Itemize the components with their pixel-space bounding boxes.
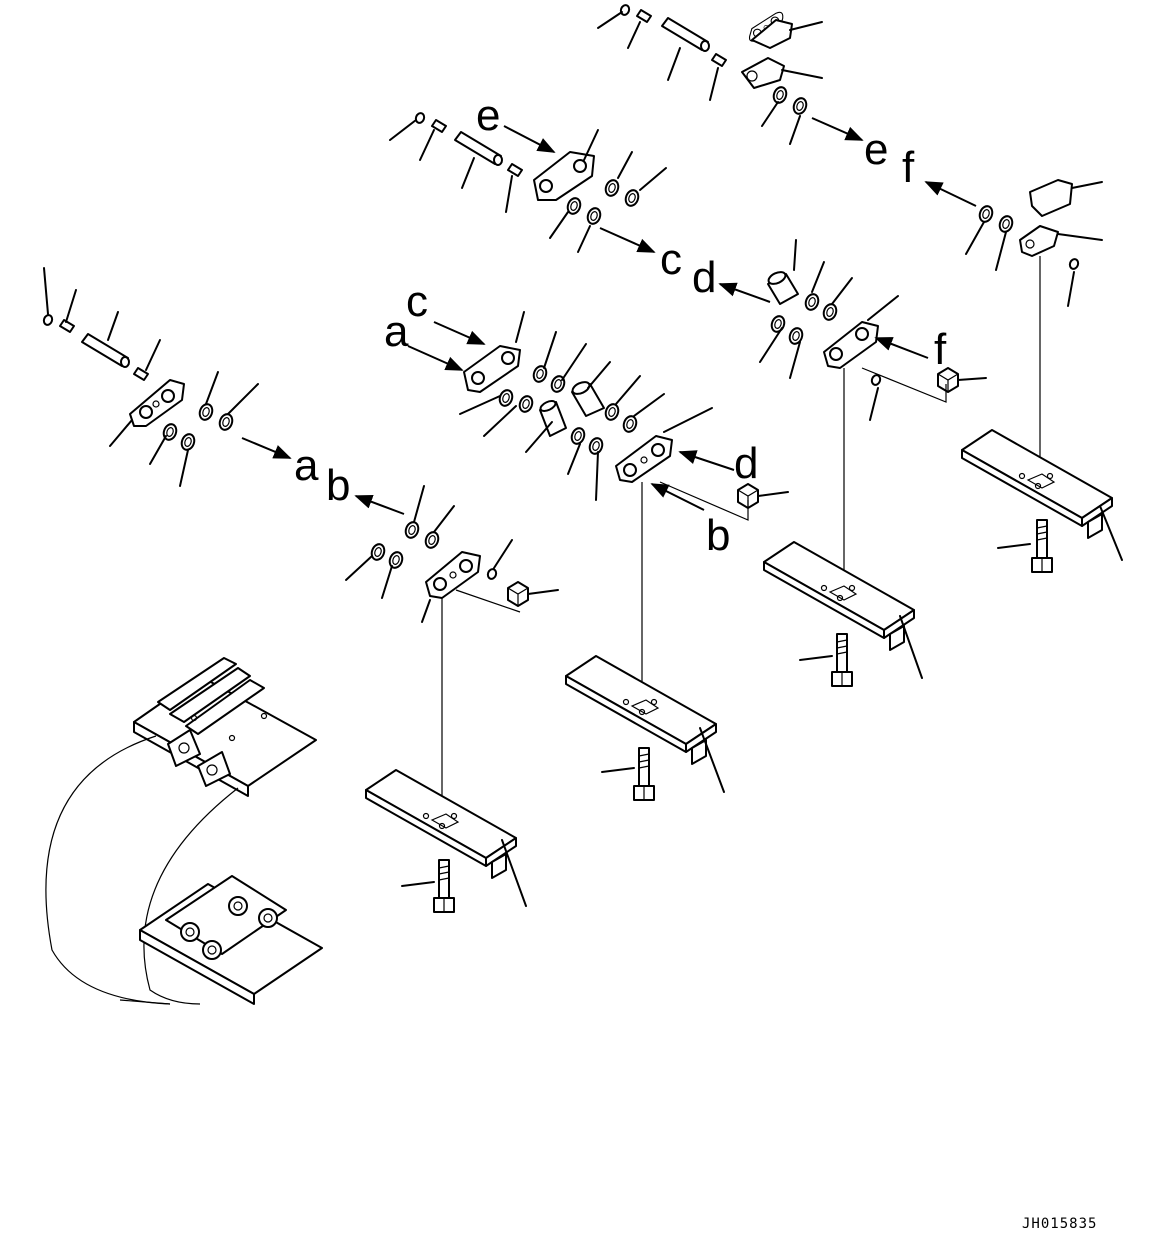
callout-d-upper: d	[692, 253, 716, 302]
callout-b-lower: b	[326, 461, 350, 510]
callout-c-upper: c	[406, 277, 428, 326]
top-assembly	[597, 2, 823, 145]
callout-a-lower: a	[294, 441, 319, 490]
callout-f-lower: f	[934, 325, 947, 374]
callout-d-lower: d	[734, 439, 758, 488]
right-middle-assembly	[759, 239, 899, 379]
drawing-code: JH015835	[1022, 1216, 1097, 1232]
callout-f-upper: f	[902, 143, 915, 192]
callout-letters: a b a c c d e e f f d b	[294, 91, 947, 560]
second-assembly	[389, 110, 667, 253]
callout-c-lower: c	[660, 235, 682, 284]
shoes	[365, 256, 1123, 913]
assembled-track-view	[45, 657, 323, 1005]
left-assembly	[41, 267, 259, 487]
callout-e-upper: e	[476, 91, 500, 140]
center-assembly	[459, 311, 713, 501]
lower-link-assembly	[345, 485, 559, 623]
far-right-assembly	[965, 179, 1103, 307]
callout-b-right: b	[706, 511, 730, 560]
direction-arrows	[241, 117, 977, 515]
callout-e-lower: e	[864, 125, 888, 174]
callout-a-upper: a	[384, 307, 409, 356]
